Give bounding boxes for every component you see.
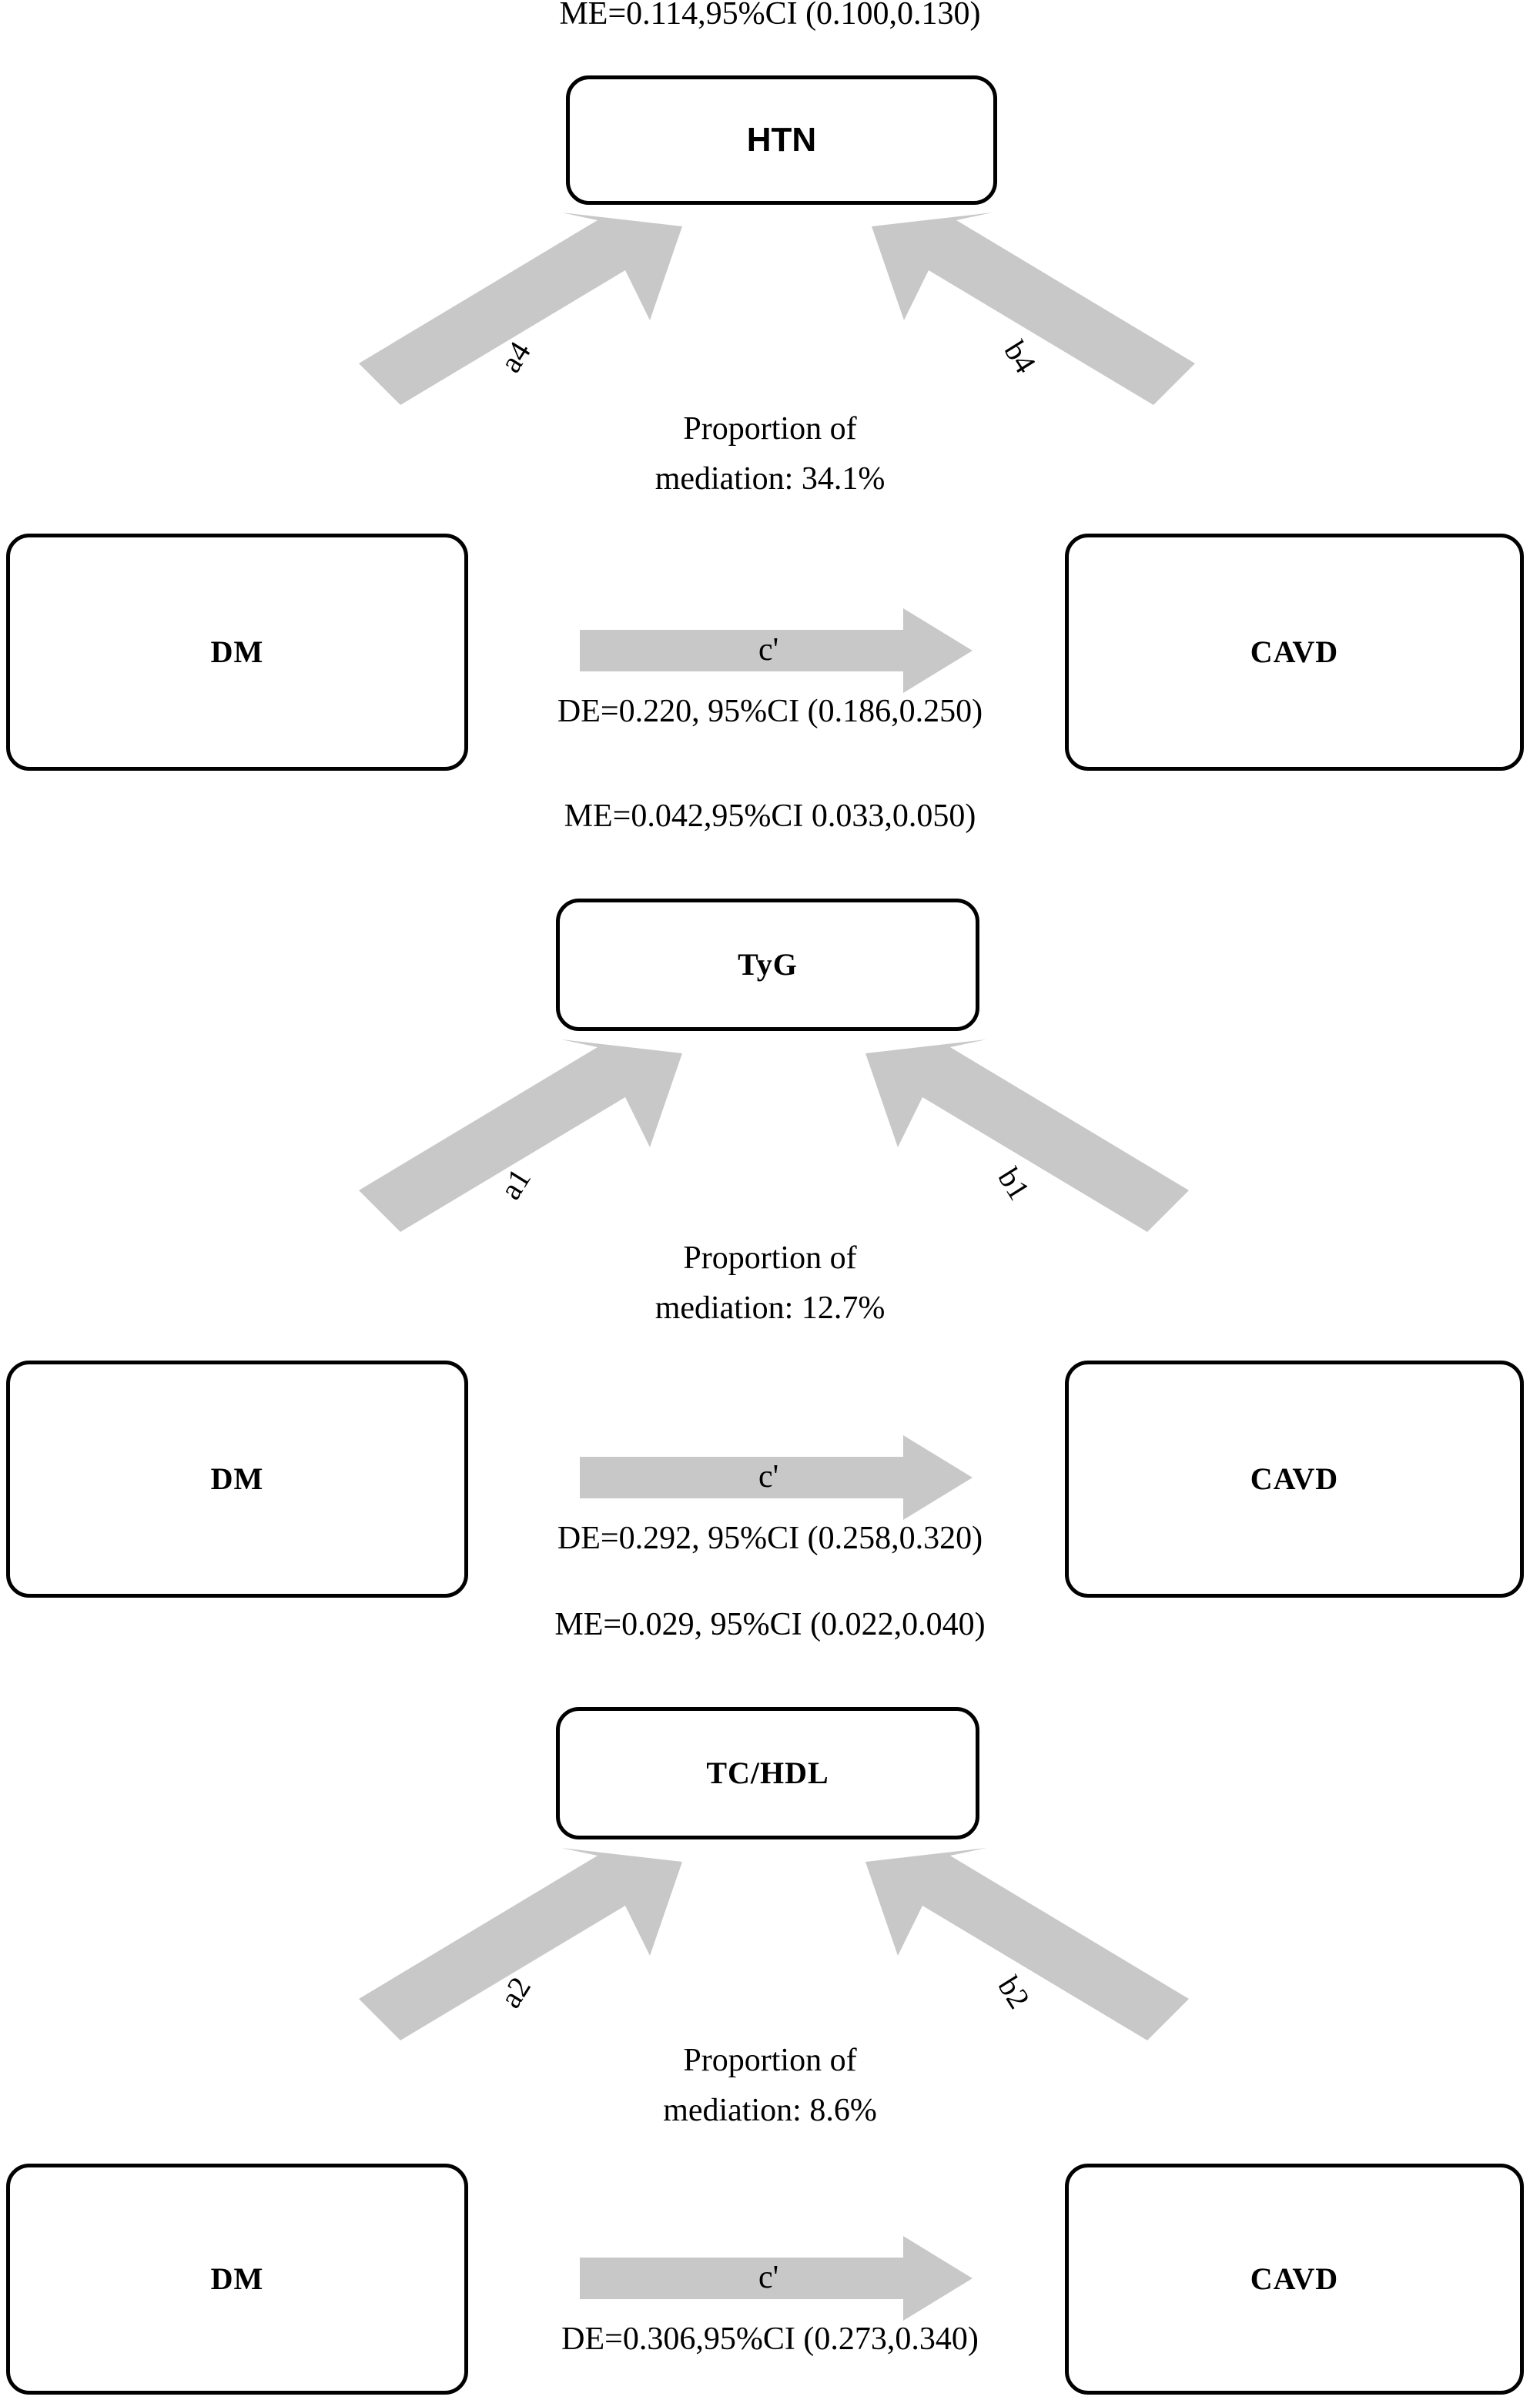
path-a-arrow-a4 bbox=[359, 213, 693, 408]
outcome-node-cavd[interactable]: CAVD bbox=[1065, 2164, 1524, 2395]
path-a-arrow-a2 bbox=[359, 1848, 693, 2044]
path-c-prime-arrow bbox=[580, 608, 973, 693]
exposure-node-dm[interactable]: DM bbox=[6, 2164, 468, 2395]
mediator-node-label: TyG bbox=[738, 947, 798, 982]
path-c-prime-arrow bbox=[580, 2236, 973, 2321]
outcome-node-cavd[interactable]: CAVD bbox=[1065, 1361, 1524, 1598]
proportion-line-2: mediation: 12.7% bbox=[654, 1290, 886, 1327]
path-b-arrow-b1 bbox=[855, 1039, 1189, 1235]
outcome-node-label: CAVD bbox=[1250, 634, 1339, 669]
outcome-node-label: CAVD bbox=[1250, 2261, 1339, 2296]
mediation-panel-tchdl: ME=0.029, 95%CI (0.022,0.040) TC/HDL a2 … bbox=[0, 1607, 1540, 2400]
mediation-panel-tyg: ME=0.042,95%CI 0.033,0.050) TyG a1 b1 Pr… bbox=[0, 798, 1540, 1603]
direct-effect-label: DE=0.306,95%CI (0.273,0.340) bbox=[561, 2321, 979, 2357]
path-b-arrow-b4 bbox=[861, 213, 1195, 408]
direct-effect-label: DE=0.220, 95%CI (0.186,0.250) bbox=[557, 694, 983, 729]
exposure-node-label: DM bbox=[210, 1461, 264, 1496]
exposure-node-dm[interactable]: DM bbox=[6, 1361, 468, 1598]
mediation-panel-htn: ME=0.114,95%CI (0.100,0.130) HTN a4 b4 P… bbox=[0, 0, 1540, 801]
exposure-node-dm[interactable]: DM bbox=[6, 534, 468, 771]
proportion-of-mediation: Proportion of mediation: 8.6% bbox=[539, 2036, 1001, 2136]
indirect-effect-label: ME=0.114,95%CI (0.100,0.130) bbox=[559, 0, 981, 32]
outcome-node-cavd[interactable]: CAVD bbox=[1065, 534, 1524, 771]
mediator-node-tchdl[interactable]: TC/HDL bbox=[556, 1707, 979, 1839]
path-c-prime-arrow bbox=[580, 1435, 973, 1520]
exposure-node-label: DM bbox=[210, 2261, 264, 2296]
mediator-node-htn[interactable]: HTN bbox=[566, 75, 997, 205]
path-c-prime-label: c' bbox=[758, 2260, 779, 2295]
proportion-line-2: mediation: 34.1% bbox=[654, 461, 886, 497]
outcome-node-label: CAVD bbox=[1250, 1461, 1339, 1496]
mediator-node-label: HTN bbox=[746, 121, 817, 159]
path-a-arrow-a1 bbox=[359, 1039, 693, 1235]
proportion-line-1: Proportion of bbox=[683, 2043, 857, 2078]
path-c-prime-label: c' bbox=[758, 632, 779, 668]
direct-effect-label: DE=0.292, 95%CI (0.258,0.320) bbox=[557, 1521, 983, 1556]
path-c-prime-label: c' bbox=[758, 1459, 779, 1495]
mediator-node-label: TC/HDL bbox=[706, 1756, 829, 1790]
exposure-node-label: DM bbox=[210, 634, 264, 669]
indirect-effect-label: ME=0.029, 95%CI (0.022,0.040) bbox=[554, 1607, 986, 1642]
proportion-of-mediation: Proportion of mediation: 34.1% bbox=[539, 404, 1001, 504]
indirect-effect-label: ME=0.042,95%CI 0.033,0.050) bbox=[564, 798, 976, 834]
proportion-line-1: Proportion of bbox=[683, 1240, 857, 1276]
mediator-node-tyg[interactable]: TyG bbox=[556, 899, 979, 1031]
path-b-arrow-b2 bbox=[855, 1848, 1189, 2044]
proportion-line-1: Proportion of bbox=[683, 411, 857, 447]
proportion-of-mediation: Proportion of mediation: 12.7% bbox=[539, 1233, 1001, 1334]
proportion-line-2: mediation: 8.6% bbox=[663, 2093, 877, 2129]
